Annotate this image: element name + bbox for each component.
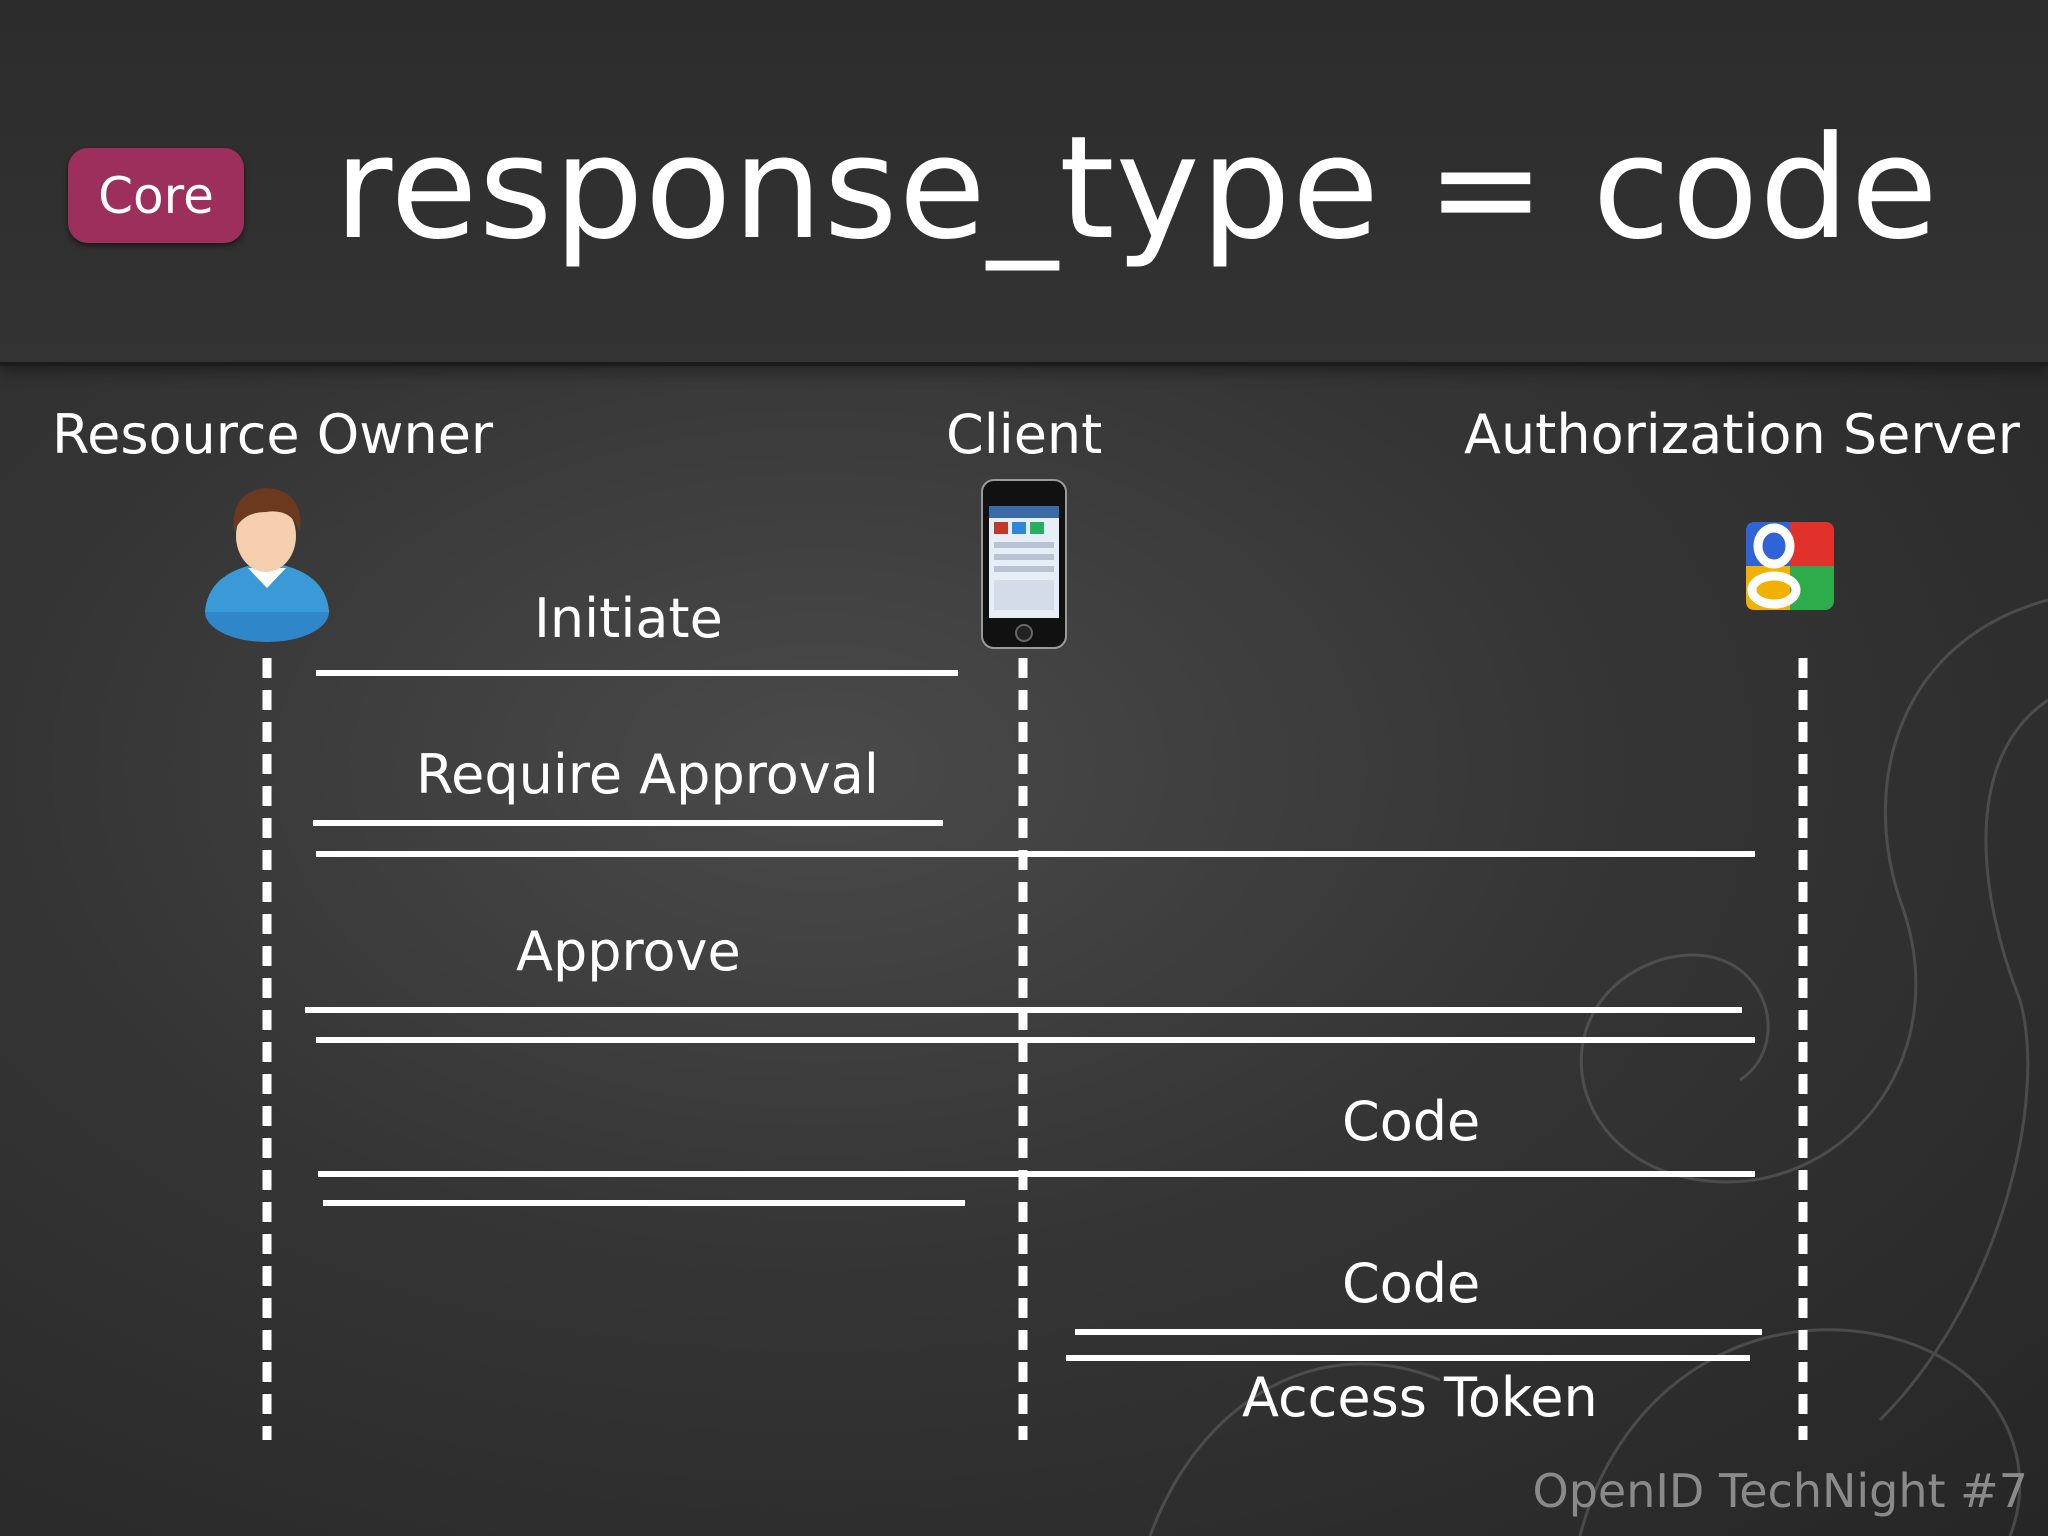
actor-label-resource-owner: Resource Owner [52,403,494,466]
user-avatar-icon [205,488,329,642]
google-logo-icon [1746,522,1834,610]
message-label-code-exchange: Code [1342,1252,1481,1315]
footer-text: OpenID TechNight #7 [1532,1464,2028,1518]
core-badge-label: Core [98,166,214,225]
message-label-initiate: Initiate [534,587,723,650]
message-label-code-redirect: Code [1342,1090,1481,1153]
core-badge: Core [68,148,244,243]
header-band [0,0,2048,366]
message-label-access-token: Access Token [1242,1366,1598,1429]
actor-label-client: Client [946,403,1103,466]
decorative-swirl [1148,598,2048,1536]
actor-label-authorization-server: Authorization Server [1464,403,2020,466]
message-label-approve: Approve [516,920,741,983]
message-label-require-approval: Require Approval [416,743,879,806]
slide-title: response_type = code [334,106,1939,271]
smartphone-icon [981,479,1067,649]
